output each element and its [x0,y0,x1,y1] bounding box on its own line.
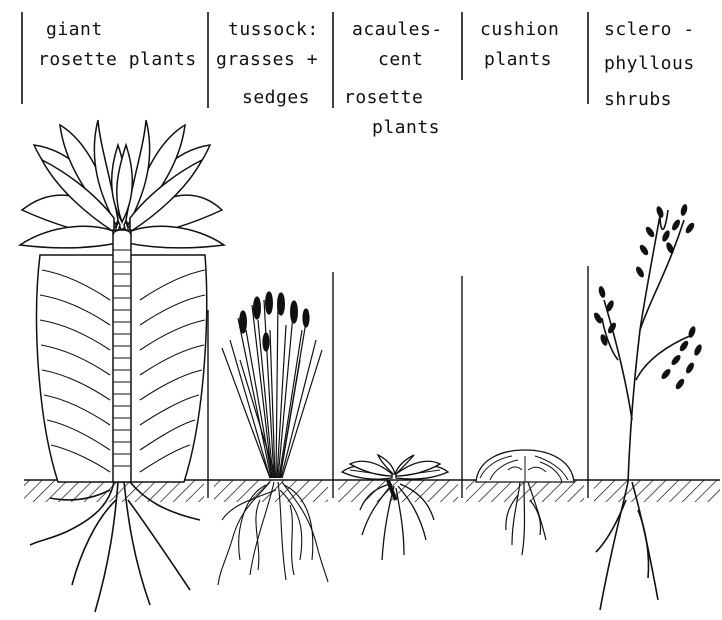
giant-rosette-plant [20,120,224,612]
header-dividers [22,12,588,108]
acaulescent-rosette-plant [342,455,448,560]
cushion-plant [476,450,574,555]
ground-hatching [24,480,720,502]
tussock-plant [218,292,328,585]
sclerophyllous-shrub [592,203,703,610]
